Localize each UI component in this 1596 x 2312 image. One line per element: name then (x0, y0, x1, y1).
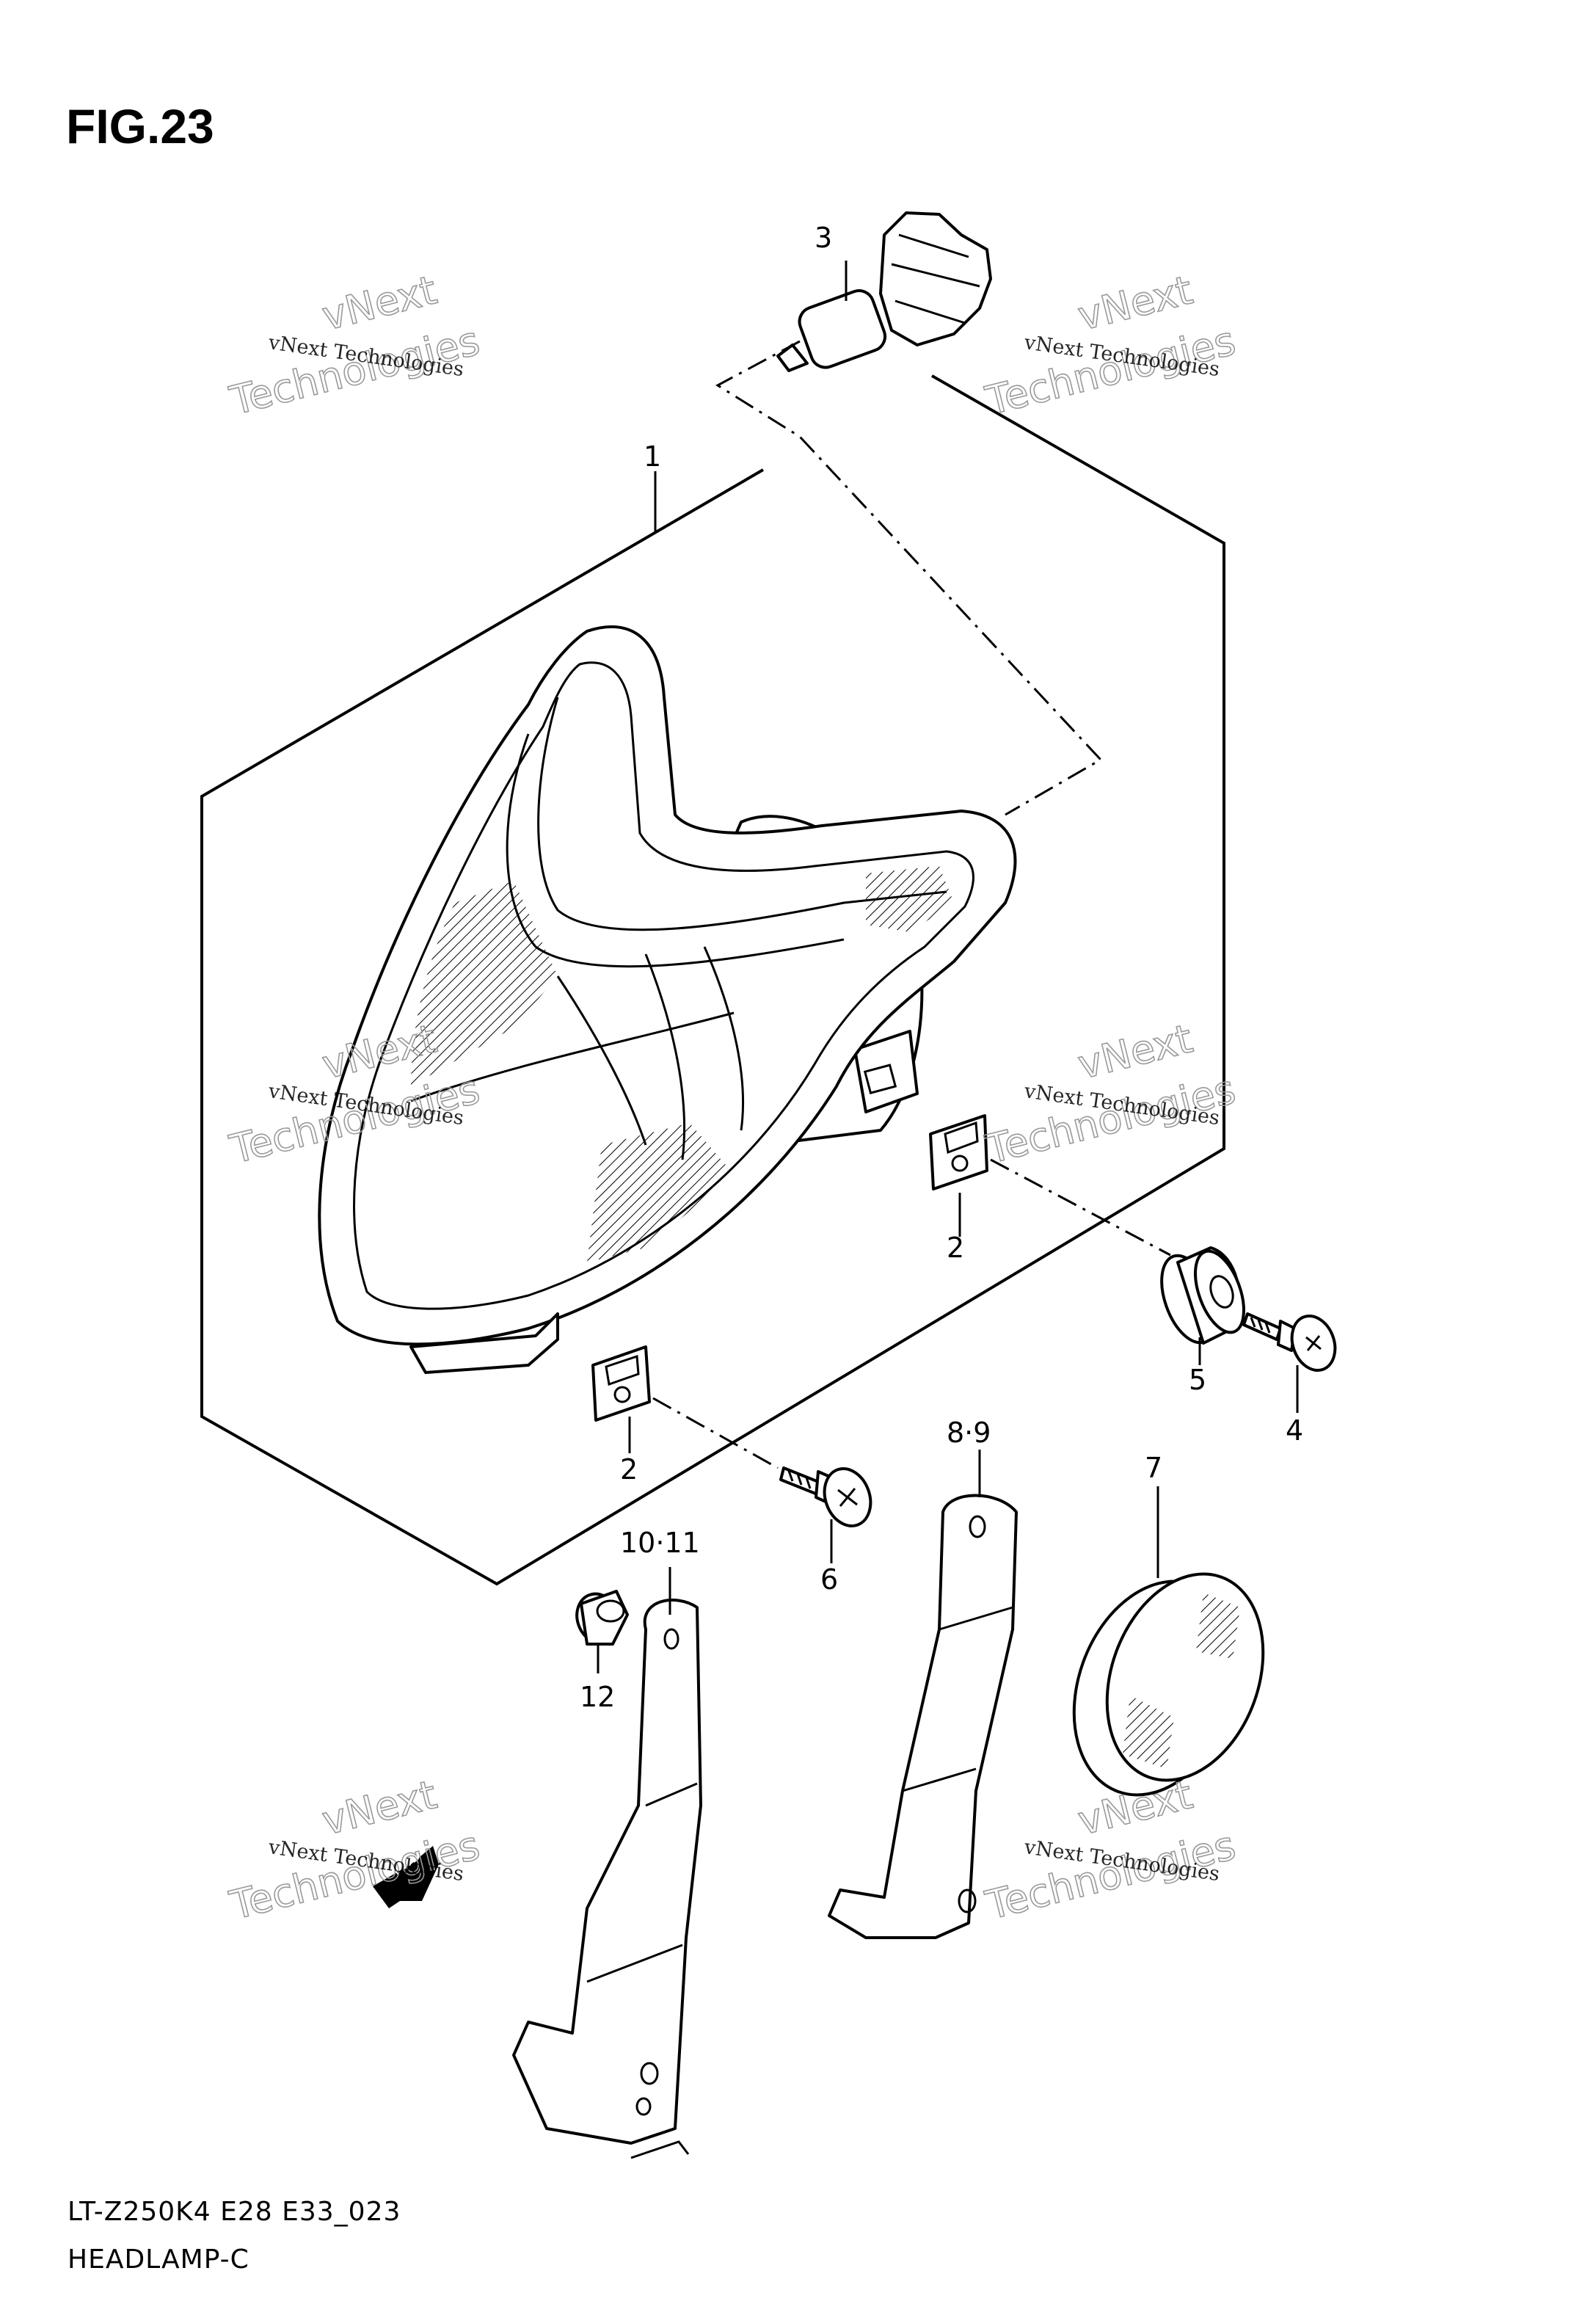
svg-text:vNext: vNext (318, 266, 441, 339)
reflector-hatch-left (411, 881, 558, 1086)
clip-upper-part[interactable] (929, 1114, 988, 1190)
bulb-socket (879, 211, 992, 346)
callout-reflector: 7 (1145, 1452, 1162, 1484)
callout-clip-upper: 2 (947, 1232, 964, 1264)
bulb-glass (798, 289, 887, 369)
headlamp-assembly[interactable] (318, 625, 1017, 1374)
bracket-left-part[interactable] (512, 1599, 702, 2159)
clip-lower-part[interactable] (591, 1345, 651, 1422)
bracket-right-part[interactable] (828, 1494, 1018, 1939)
watermark-bottom-right: vNext Technologies vNext Technologies (980, 1771, 1240, 1930)
watermark-mid-right: vNext Technologies vNext Technologies (980, 1015, 1240, 1174)
screw-part[interactable] (1242, 1310, 1342, 1377)
bulb-leader-dashed (715, 340, 1103, 816)
assembly-frame (200, 374, 1225, 1586)
reflector-hatch-right (866, 866, 954, 932)
watermark-top-right: vNext Technologies vNext Technologies (980, 266, 1240, 425)
headlamp-v-band (537, 697, 947, 931)
callout-bracket-left: 10·11 (620, 1527, 700, 1559)
callout-screw: 4 (1286, 1414, 1303, 1447)
callout-bulb: 3 (815, 222, 832, 254)
callout-bolt: 6 (820, 1563, 838, 1596)
watermark-bottom-left: vNext Technologies vNext Technologies (225, 1771, 484, 1930)
callout-headlamp-assembly: 1 (644, 440, 661, 473)
bulb-part[interactable] (776, 211, 992, 372)
callout-nut: 12 (580, 1681, 615, 1713)
bulb-tip (776, 343, 809, 372)
bolt-part[interactable] (779, 1462, 878, 1533)
callout-grommet: 5 (1189, 1364, 1206, 1396)
section-name: HEADLAMP-C (68, 2244, 249, 2275)
callout-clip-lower: 2 (620, 1453, 638, 1486)
clip-upper-fastener-line (990, 1158, 1171, 1257)
headlamp-lens (318, 625, 1017, 1346)
clip-lower-fastener-line (652, 1397, 779, 1469)
figure-title: FIG.23 (66, 99, 214, 153)
model-code: LT-Z250K4 E28 E33_023 (68, 2197, 401, 2227)
headlamp-lens-inner-rim (353, 661, 974, 1310)
watermark-top-left: vNext Technologies vNext Technologies (225, 266, 484, 425)
svg-text:vNext: vNext (1074, 1015, 1197, 1088)
svg-text:vNext: vNext (318, 1771, 441, 1844)
reflector-part[interactable] (1046, 1552, 1291, 1818)
svg-text:vNext: vNext (1074, 266, 1197, 339)
headlamp-lower-tab (409, 1312, 559, 1374)
callout-bracket-right: 8·9 (947, 1417, 991, 1449)
grommet-part[interactable] (1151, 1245, 1253, 1350)
reflector-hatch-bottom (587, 1123, 734, 1262)
nut-part[interactable] (570, 1588, 629, 1648)
